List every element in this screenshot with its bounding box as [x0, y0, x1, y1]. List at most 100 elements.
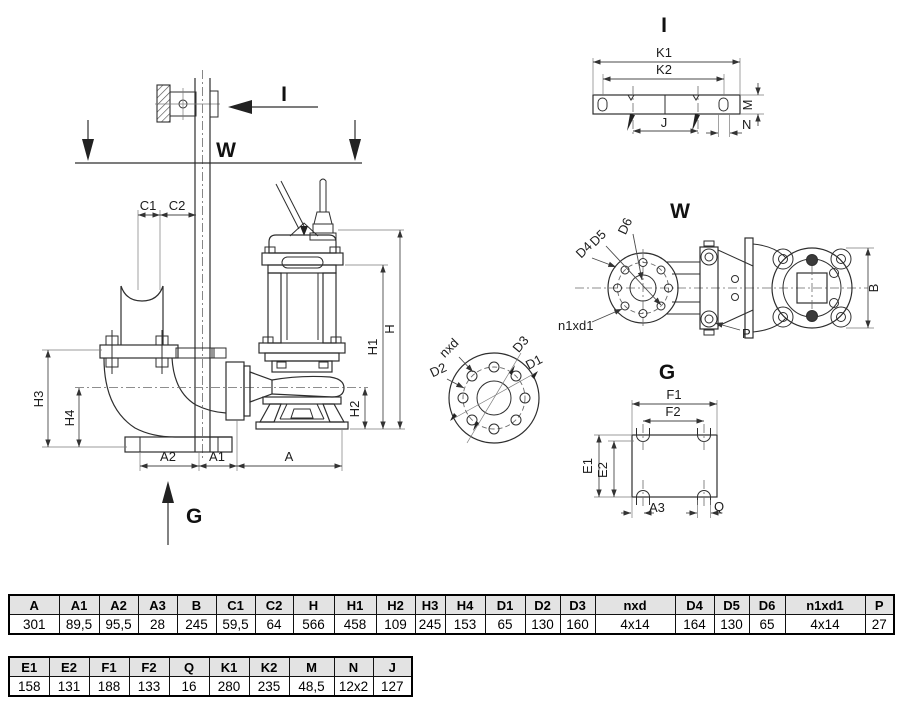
- view-arrow-g: G: [162, 481, 202, 545]
- table-header-cell: D4: [674, 594, 715, 615]
- flange-bolt-holes: [457, 361, 531, 435]
- table-header-cell: M: [288, 656, 335, 677]
- section-label-i: I: [281, 83, 287, 106]
- table-value-cell: 245: [414, 614, 446, 635]
- table-header-cell: N: [333, 656, 374, 677]
- table-value-cell: 280: [208, 676, 250, 697]
- drawing-canvas: I W C1 C2: [31, 14, 881, 545]
- section-arrow-i: I: [228, 83, 318, 114]
- table-header-cell: A: [8, 594, 60, 615]
- dim-label-h: H: [382, 324, 397, 333]
- table-header-cell: D1: [484, 594, 526, 615]
- table-value-cell: 153: [444, 614, 486, 635]
- table-header-cell: K2: [248, 656, 290, 677]
- table-header-cell: A1: [58, 594, 100, 615]
- base-plate: [124, 436, 233, 453]
- dim-label-d2: D2: [427, 360, 448, 381]
- table-value-cell: 458: [333, 614, 377, 635]
- section-label-w: W: [216, 139, 236, 162]
- table-value-cell: 130: [524, 614, 561, 635]
- section-line-w: W: [75, 120, 362, 164]
- table-value-cell: 27: [864, 614, 895, 635]
- dim-label-q: Q: [714, 499, 724, 514]
- dim-c1-c2: C1 C2: [137, 198, 196, 290]
- dim-label-k2: K2: [656, 62, 672, 77]
- dim-label-d6: D6: [615, 215, 636, 236]
- table-value-cell: 245: [176, 614, 217, 635]
- table-header-cell: K1: [208, 656, 250, 677]
- table-value-row: 158 131 188 133 16 280 235 48,5 12x2 127: [8, 676, 413, 697]
- table-value-cell: 12x2: [333, 676, 374, 697]
- dim-label-e2: E2: [595, 462, 610, 478]
- table-header-cell: E2: [48, 656, 90, 677]
- dims-height-left: H3 H4: [31, 349, 127, 448]
- table-value-cell: 301: [8, 614, 60, 635]
- table-header-cell: H3: [414, 594, 446, 615]
- table-header-cell: H4: [444, 594, 486, 615]
- view-w: W D4 D5 D6 n1xd1: [558, 200, 881, 341]
- dim-label-j: J: [661, 115, 668, 130]
- dim-label-h3: H3: [31, 391, 46, 408]
- view-arrow-g-label: G: [186, 505, 202, 528]
- table-value-cell: 28: [137, 614, 178, 635]
- table-value-cell: 127: [372, 676, 413, 697]
- dim-label-a3: A3: [649, 500, 665, 515]
- dim-label-n: N: [742, 117, 751, 132]
- dim-label-d3: D3: [509, 333, 531, 355]
- table-value-cell: 188: [88, 676, 130, 697]
- table-value-cell: 131: [48, 676, 90, 697]
- table-header-cell: nxd: [594, 594, 676, 615]
- technical-drawing: I W C1 C2: [31, 14, 881, 545]
- dim-label-m: M: [740, 100, 755, 111]
- table-value-cell: 158: [8, 676, 50, 697]
- dim-label-f2: F2: [665, 404, 680, 419]
- table-header-cell: D5: [713, 594, 750, 615]
- view-g-title: G: [659, 361, 675, 384]
- view-g: G F1 F2 E1 E2 A3: [580, 361, 724, 518]
- view-w-title: W: [670, 200, 690, 223]
- dim-label-a2: A2: [160, 449, 176, 464]
- table-header-cell: n1xd1: [784, 594, 866, 615]
- table-header-cell: C2: [254, 594, 294, 615]
- dim-label-h4: H4: [62, 410, 77, 427]
- dim-label-c2: C2: [169, 198, 186, 213]
- dims-height-right: H2 H1 H: [338, 229, 405, 430]
- table-value-cell: 4x14: [594, 614, 676, 635]
- table-header-cell: Q: [168, 656, 210, 677]
- table-value-cell: 48,5: [288, 676, 335, 697]
- dim-label-k1: K1: [656, 45, 672, 60]
- table-value-cell: 130: [713, 614, 750, 635]
- table-header-cell: H2: [375, 594, 416, 615]
- table-header-cell: C1: [215, 594, 256, 615]
- table-value-row: 301 89,5 95,5 28 245 59,5 64 566 458 109…: [8, 614, 895, 635]
- main-view: I W C1 C2: [31, 70, 405, 545]
- table-header-row: A A1 A2 A3 B C1 C2 H H1 H2 H3 H4 D1 D2 D…: [8, 594, 895, 615]
- dim-label-p: P: [742, 326, 751, 341]
- dim-label-f1: F1: [666, 387, 681, 402]
- table-header-cell: A3: [137, 594, 178, 615]
- dimension-table-secondary: E1 E2 F1 F2 Q K1 K2 M N J 158 131 188 13…: [8, 656, 413, 697]
- dim-label-b: B: [866, 284, 881, 293]
- pump-body: [249, 178, 349, 430]
- view-i: I K1 K2 M: [592, 14, 764, 137]
- table-value-cell: 160: [559, 614, 596, 635]
- table-value-cell: 16: [168, 676, 210, 697]
- dim-label-a1: A1: [209, 449, 225, 464]
- dim-label-nxd: nxd: [436, 335, 461, 360]
- table-header-cell: B: [176, 594, 217, 615]
- table-value-cell: 65: [484, 614, 526, 635]
- flange-detail: nxd D3 D1 D2: [427, 333, 545, 444]
- hook-right: [692, 86, 700, 134]
- table-header-row: E1 E2 F1 F2 Q K1 K2 M N J: [8, 656, 413, 677]
- dims-width-bottom: A2 A1 A: [139, 420, 343, 471]
- table-header-cell: A2: [98, 594, 139, 615]
- pump-top-bracket: [666, 237, 787, 339]
- discharge-elbow: [99, 330, 251, 438]
- hook-left: [627, 86, 635, 134]
- table-value-cell: 65: [748, 614, 786, 635]
- dim-label-n1xd1: n1xd1: [558, 318, 593, 333]
- base-plate-slots: [636, 424, 711, 509]
- dimension-table-main: A A1 A2 A3 B C1 C2 H H1 H2 H3 H4 D1 D2 D…: [8, 594, 895, 635]
- base-plate-outline: [631, 434, 718, 498]
- table-value-cell: 133: [128, 676, 170, 697]
